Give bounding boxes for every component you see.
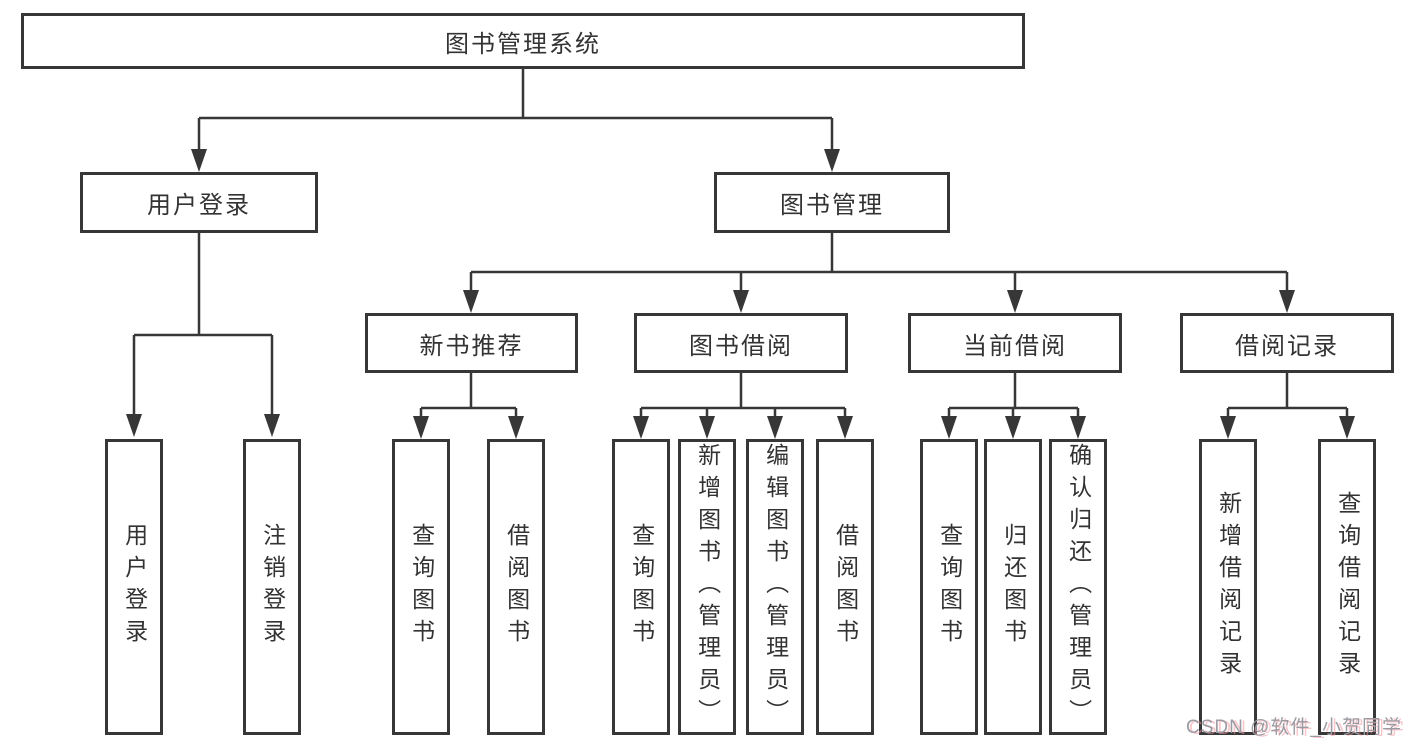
leaf-borrow-edit-book-admin: 编辑图书（管理员） [746, 439, 804, 735]
tree-edges [132, 68, 1349, 416]
leaf-record-add-record: 新增借阅记录 [1199, 439, 1257, 735]
leaf-current-query-book: 查询图书 [920, 439, 978, 735]
leaf-logout-label: 注销登录 [259, 523, 286, 651]
leaf-user-login-label: 用户登录 [121, 523, 148, 651]
arrowhead-icons [126, 149, 1355, 439]
leaf-current-confirm-return-admin-label: 确认归还（管理员） [1065, 443, 1092, 731]
node-new-book-recommend: 新书推荐 [365, 313, 578, 373]
leaf-current-return-book: 归还图书 [984, 439, 1042, 735]
node-current-borrow: 当前借阅 [908, 313, 1122, 373]
node-root-system: 图书管理系统 [21, 13, 1025, 69]
leaf-record-add-record-label: 新增借阅记录 [1215, 491, 1242, 683]
node-book-management: 图书管理 [714, 172, 950, 233]
leaf-current-query-book-label: 查询图书 [936, 523, 963, 651]
leaf-current-confirm-return-admin: 确认归还（管理员） [1049, 439, 1107, 735]
leaf-user-login: 用户登录 [105, 439, 163, 735]
leaf-record-query-record: 查询借阅记录 [1318, 439, 1376, 735]
leaf-record-query-record-label: 查询借阅记录 [1334, 491, 1361, 683]
leaf-borrow-query-book-label: 查询图书 [628, 523, 655, 651]
leaf-borrow-borrow-book: 借阅图书 [816, 439, 874, 735]
leaf-newbook-borrow-book: 借阅图书 [487, 439, 545, 735]
leaf-newbook-borrow-book-label: 借阅图书 [503, 523, 530, 651]
node-borrow-record: 借阅记录 [1180, 313, 1394, 373]
leaf-borrow-edit-book-admin-label: 编辑图书（管理员） [762, 443, 789, 731]
leaf-borrow-query-book: 查询图书 [612, 439, 670, 735]
leaf-borrow-add-book-admin: 新增图书（管理员） [678, 439, 736, 735]
leaf-logout: 注销登录 [243, 439, 301, 735]
leaf-current-return-book-label: 归还图书 [1000, 523, 1027, 651]
node-user-login: 用户登录 [80, 172, 318, 233]
leaf-newbook-query-book-label: 查询图书 [408, 523, 435, 651]
leaf-newbook-query-book: 查询图书 [392, 439, 450, 735]
node-book-borrow: 图书借阅 [634, 313, 848, 373]
leaf-borrow-add-book-admin-label: 新增图书（管理员） [694, 443, 721, 731]
csdn-watermark: CSDN @软件_小贺同学 [1186, 717, 1402, 738]
leaf-borrow-borrow-book-label: 借阅图书 [832, 523, 859, 651]
